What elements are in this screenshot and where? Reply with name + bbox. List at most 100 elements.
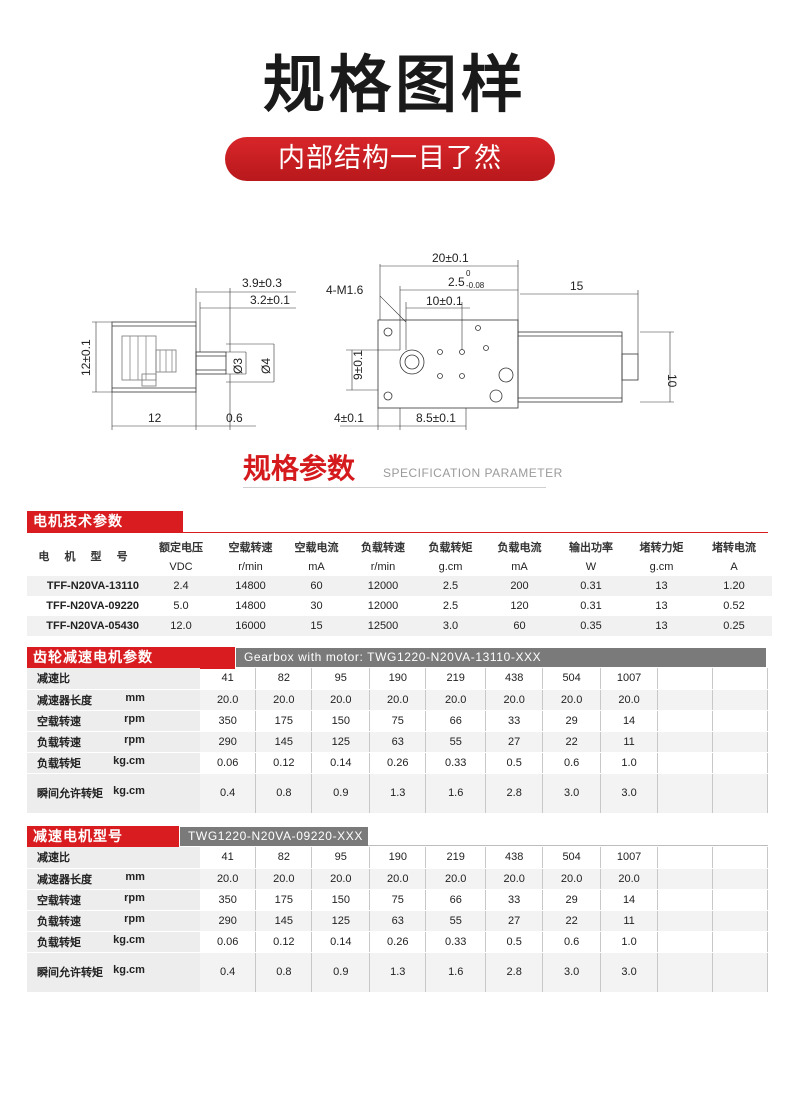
motor-value: 30 bbox=[310, 600, 323, 612]
left-view-body bbox=[111, 321, 197, 393]
motor-value: 200 bbox=[484, 576, 555, 596]
motor-value: 2.5 bbox=[442, 600, 459, 612]
gear-value: 11 bbox=[600, 910, 659, 932]
gear-value: 20.0 bbox=[542, 689, 602, 711]
motor-value: 0.35 bbox=[555, 616, 627, 636]
gear-value: 0.26 bbox=[369, 752, 427, 774]
gear-value: 1007 bbox=[600, 668, 659, 690]
gear-param-unit: rpm bbox=[124, 733, 145, 746]
gear-value: 0.06 bbox=[199, 752, 257, 774]
gear-value: 63 bbox=[369, 910, 427, 932]
gear-param-unit: kg.cm bbox=[113, 964, 145, 976]
motor-value: 2.5 bbox=[417, 576, 484, 596]
gear-empty-cell bbox=[712, 689, 769, 711]
gear-value: 1.6 bbox=[425, 773, 487, 814]
subtitle-pill: 内部结构一目了然 bbox=[225, 137, 555, 181]
gear-value: 14 bbox=[600, 889, 659, 911]
right-view-plate bbox=[377, 319, 519, 409]
motor-model-label: 电 机 型 号 bbox=[38, 551, 134, 563]
gear-empty-cell bbox=[712, 731, 769, 753]
gear-empty-cell bbox=[657, 868, 713, 890]
motor-value: 0.31 bbox=[580, 600, 602, 612]
gear-param-unit: rpm bbox=[124, 912, 145, 925]
gear-row-label: 负载转速 rpm bbox=[27, 910, 200, 932]
gear-value: 75 bbox=[369, 710, 427, 732]
gear-value: 55 bbox=[425, 910, 487, 932]
gear-value: 0.9 bbox=[311, 773, 371, 814]
gear-value: 290 bbox=[199, 910, 257, 932]
gear-value: 0.33 bbox=[425, 931, 487, 953]
gear-value: 20.0 bbox=[600, 689, 659, 711]
motor-col-unit: mA bbox=[308, 561, 325, 573]
gear-value: 0.12 bbox=[255, 931, 313, 953]
gear-param-name: 瞬间允许转矩 bbox=[37, 788, 103, 800]
gear-value: 0.5 bbox=[485, 931, 544, 953]
gear-value: 20.0 bbox=[199, 868, 257, 890]
gear-value: 3.0 bbox=[600, 773, 659, 814]
dim-3-9: 3.9±0.3 bbox=[242, 276, 282, 290]
dim-2-5-lower: -0.08 bbox=[466, 281, 485, 290]
gear-value: 1.0 bbox=[600, 931, 659, 953]
gear-value: 125 bbox=[311, 731, 371, 753]
gear-value: 1.0 bbox=[600, 752, 659, 774]
dim-d3: Ø3 bbox=[231, 358, 245, 374]
gear-row-label: 减速比 bbox=[27, 847, 200, 869]
gear-value: 0.6 bbox=[542, 752, 602, 774]
gear-value: 0.4 bbox=[199, 773, 257, 814]
gear-empty-cell bbox=[657, 668, 713, 690]
gear-value: 1.6 bbox=[425, 952, 487, 993]
gear-param-name: 减速比 bbox=[37, 852, 70, 865]
motor-value: 3.0 bbox=[417, 616, 484, 636]
gear-param-unit: kg.cm bbox=[113, 933, 145, 946]
dim-12-height: 12±0.1 bbox=[79, 339, 93, 376]
gear-value: 504 bbox=[542, 847, 602, 869]
motor-table: 电 机 型 号 额定电压空载转速空载电流负载转速负载转矩负载电流输出功率堵转力矩… bbox=[27, 536, 772, 636]
gear-param-name: 负载转矩 bbox=[37, 936, 81, 949]
dim-8-5: 8.5±0.1 bbox=[416, 411, 456, 425]
gear-empty-cell bbox=[657, 731, 713, 753]
motor-value: 60 bbox=[284, 576, 349, 596]
motor-value: 16000 bbox=[217, 616, 284, 636]
page-title: 规格图样 bbox=[262, 48, 527, 121]
gear-value: 95 bbox=[311, 847, 371, 869]
gear-value: 95 bbox=[311, 668, 371, 690]
gear-param-name: 负载转速 bbox=[37, 915, 81, 928]
gear-table-1-header: 齿轮减速电机参数 bbox=[27, 647, 235, 669]
gear-empty-cell bbox=[657, 931, 713, 953]
gear-value: 29 bbox=[542, 710, 602, 732]
motor-value: 5.0 bbox=[173, 600, 189, 612]
gear-empty-cell bbox=[657, 710, 713, 732]
gear-value: 145 bbox=[255, 731, 313, 753]
gear-value: 82 bbox=[255, 847, 313, 869]
dim-d4: Ø4 bbox=[259, 358, 273, 374]
gear-empty-cell bbox=[657, 752, 713, 774]
gear-value: 175 bbox=[255, 889, 313, 911]
gear-empty-cell bbox=[712, 910, 769, 932]
gear-value: 55 bbox=[425, 731, 487, 753]
motor-value: 60 bbox=[484, 616, 555, 636]
motor-value: 0.31 bbox=[555, 576, 627, 596]
gear-value: 20.0 bbox=[311, 689, 371, 711]
gear-value: 41 bbox=[199, 668, 257, 690]
motor-value: 14800 bbox=[235, 600, 266, 612]
motor-value: 2.4 bbox=[145, 576, 217, 596]
gear-value: 0.06 bbox=[199, 931, 257, 953]
motor-table-header: 电机技术参数 bbox=[27, 511, 183, 533]
dim-2-5: 2.5 bbox=[448, 275, 465, 289]
gear-value: 438 bbox=[485, 668, 544, 690]
spec-subtitle: SPECIFICATION PARAMETER bbox=[383, 466, 563, 480]
gear-param-unit: kg.cm bbox=[113, 754, 145, 767]
motor-col-header: 输出功率 bbox=[569, 542, 613, 554]
